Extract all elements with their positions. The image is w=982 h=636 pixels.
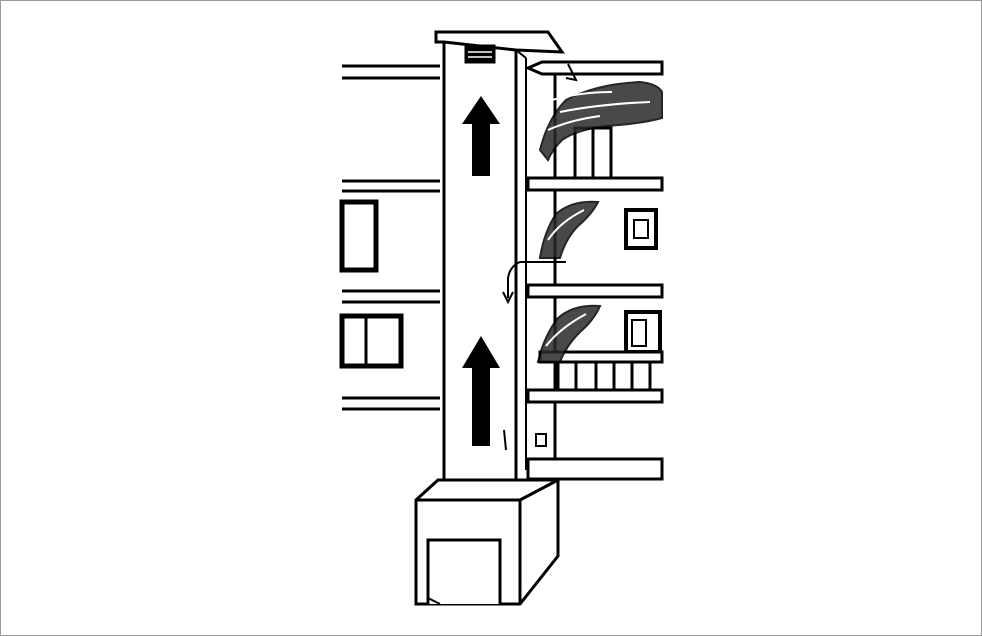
left-building: [342, 66, 440, 409]
window: [342, 316, 401, 366]
shaft-base: [416, 480, 558, 604]
shaft-top-grille: [466, 46, 494, 62]
vent-opening: [536, 434, 546, 446]
smoke-plume: [540, 202, 598, 258]
base-opening: [428, 540, 500, 604]
window: [342, 202, 376, 270]
